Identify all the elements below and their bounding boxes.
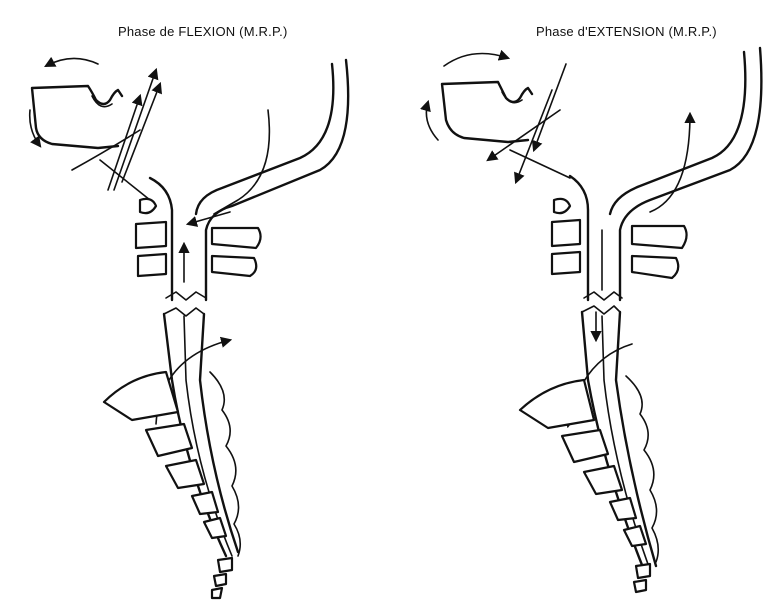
right-break-bottom bbox=[582, 306, 620, 314]
right-rotation-arrow-left bbox=[426, 102, 438, 140]
right-vertebra-c2 bbox=[552, 220, 580, 246]
left-coccyx-2 bbox=[214, 574, 226, 586]
right-coccyx-1 bbox=[636, 564, 650, 578]
left-sacral-segment-3 bbox=[192, 492, 218, 514]
right-sacral-segment-4 bbox=[624, 526, 646, 546]
left-sacral-segment-4 bbox=[204, 518, 226, 538]
right-sacral-segment-3 bbox=[610, 498, 636, 520]
left-skull-outline bbox=[32, 86, 122, 148]
right-vertebra-c3 bbox=[552, 252, 580, 274]
right-coccyx-2 bbox=[634, 580, 646, 592]
left-sacrum bbox=[104, 372, 178, 420]
left-vertebra-c1 bbox=[140, 199, 156, 213]
left-spinal-curve bbox=[214, 110, 269, 214]
right-rotation-arrow-top bbox=[444, 54, 508, 67]
left-break-bottom bbox=[164, 308, 204, 316]
right-vertebra-c1 bbox=[554, 199, 570, 213]
left-rotation-arrow-top bbox=[46, 58, 98, 66]
left-coccyx-1 bbox=[218, 558, 232, 572]
left-vertebra-right-2 bbox=[212, 256, 256, 276]
flexion-figure bbox=[30, 58, 348, 598]
right-sacrum bbox=[520, 380, 594, 428]
right-skull-outline bbox=[442, 82, 532, 142]
extension-figure bbox=[426, 48, 761, 592]
left-vertebra-c2 bbox=[136, 222, 166, 248]
left-coccyx-3 bbox=[212, 588, 222, 598]
right-sacral-segment-2 bbox=[584, 466, 622, 494]
right-axis-arrow-2 bbox=[534, 64, 566, 150]
left-sacral-segment-2 bbox=[166, 460, 204, 488]
right-axis-arrow-3 bbox=[488, 110, 560, 160]
right-vertebra-right-2 bbox=[632, 256, 678, 278]
left-sacral-segment-1 bbox=[146, 424, 192, 456]
left-crossing-line-2 bbox=[100, 160, 150, 200]
right-break-top bbox=[584, 292, 622, 300]
right-sacral-segment-1 bbox=[562, 430, 608, 462]
left-axis-arrow-2 bbox=[114, 70, 156, 190]
left-cord-right bbox=[200, 314, 238, 552]
left-vertebra-c3 bbox=[138, 254, 166, 276]
right-vertebra-right-1 bbox=[632, 226, 687, 248]
left-vertebra-right-1 bbox=[212, 228, 261, 248]
